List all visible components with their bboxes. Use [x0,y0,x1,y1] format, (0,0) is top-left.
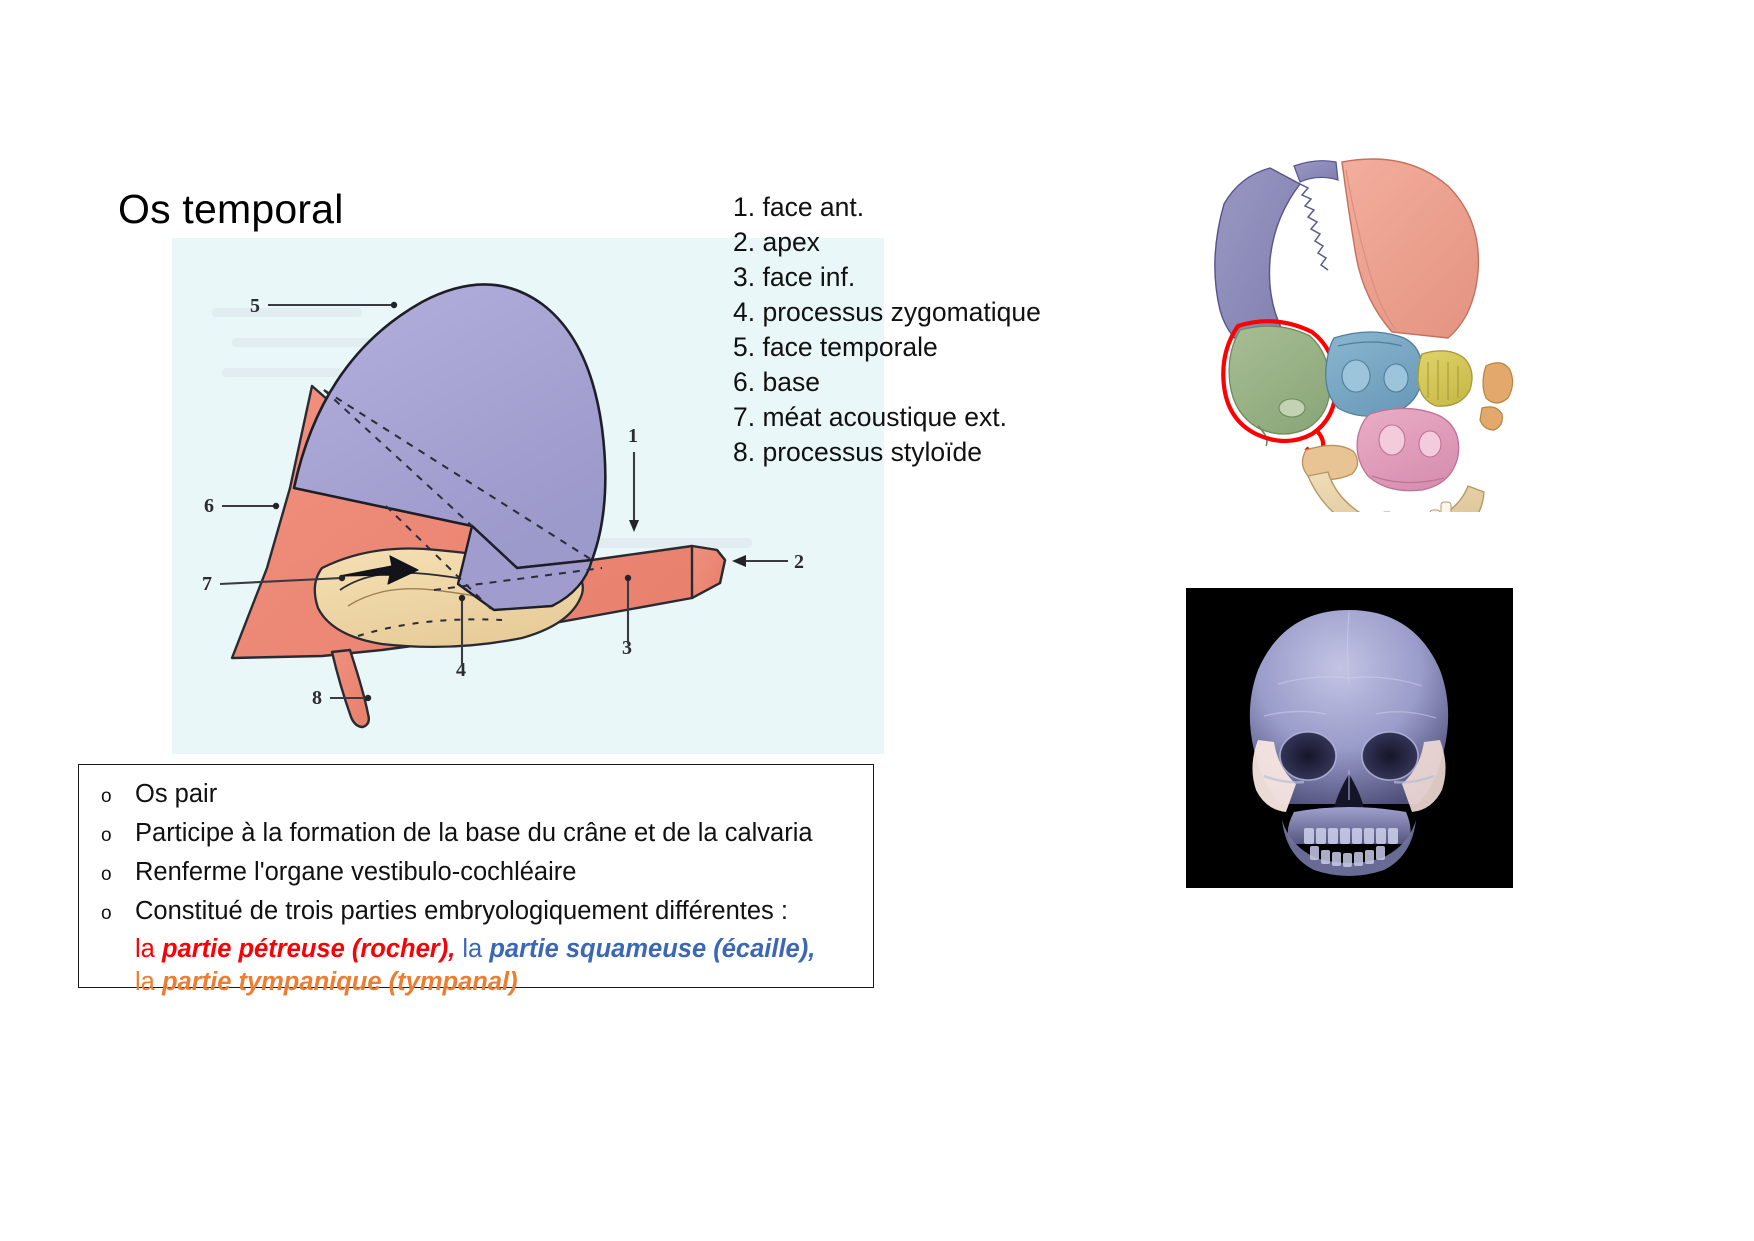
legend-item: 8. processus styloïde [733,437,982,467]
parts-line-primary: la partie pétreuse (rocher), la partie s… [79,933,873,966]
mandible [1282,820,1416,876]
legend-item: 6. base [733,367,820,397]
parts-lead-la-2: la [455,935,490,963]
bullet-icon: o [101,903,112,924]
temporal-bone-diagram: 5 6 7 8 1 2 3 [172,238,884,754]
list-item: o Renferme l'organe vestibulo-cochléaire [79,855,873,889]
list-item-label: Participe à la formation de la base du c… [135,819,813,847]
legend-item: 1. face ant. [733,192,865,222]
callout-6: 6 [204,495,214,517]
legend-item: 2. apex [733,227,820,257]
exploded-skull-illustration [1196,140,1526,512]
legend-item: 4. processus zygomatique [733,297,1041,327]
list-item-label: Os pair [135,780,218,808]
callout-7: 7 [202,573,212,595]
legend-item: 5. face temporale [733,332,938,362]
list-item: o Participe à la formation de la base du… [79,816,873,850]
part-tympanique-label: partie tympanique (tympanal) [161,968,518,996]
callout-8: 8 [312,687,322,709]
legend-item: 3. face inf. [733,262,856,292]
bone-mandible [1307,471,1485,512]
part-petreuse-label: partie pétreuse (rocher), [161,935,456,963]
bone-ethmoid [1417,350,1473,407]
callout-1: 1 [628,425,638,447]
legend-item: 7. méat acoustique ext. [733,402,1007,432]
list-item-label: Constitué de trois parties embryologique… [135,897,788,925]
bullet-icon: o [101,825,112,846]
parts-lead-la-1: la [135,935,162,963]
ct-skull-image [1186,588,1513,888]
callout-2: 2 [794,551,804,573]
parts-line-secondary: la partie tympanique (tympanal) [79,966,873,999]
callout-4: 4 [456,659,466,681]
bone-temporal [1228,325,1331,435]
description-box: o Os pair o Participe à la formation de … [78,764,874,996]
page-title: Os temporal [118,186,344,232]
temporal-highlight-left [1252,740,1296,812]
list-item: o Constitué de trois parties embryologiq… [79,894,873,928]
list-item-label: Renferme l'organe vestibulo-cochléaire [135,858,577,886]
bullet-icon: o [101,786,112,807]
callout-5: 5 [250,295,260,317]
bone-nasal [1482,362,1514,404]
part-squameuse-label: partie squameuse (écaille), [489,935,816,963]
bullet-icon: o [101,864,112,885]
temporal-bone-highlight-outline [1221,319,1339,444]
list-item: o Os pair [79,777,873,811]
bone-occipital [1214,167,1302,357]
bone-zygomatic [1301,444,1359,481]
callout-3: 3 [622,637,632,659]
temporal-highlight-right [1402,740,1446,812]
legend-list: 1. face ant. 2. apex 3. face inf. 4. pro… [733,190,1073,470]
parts-lead-la-3: la [135,968,162,996]
